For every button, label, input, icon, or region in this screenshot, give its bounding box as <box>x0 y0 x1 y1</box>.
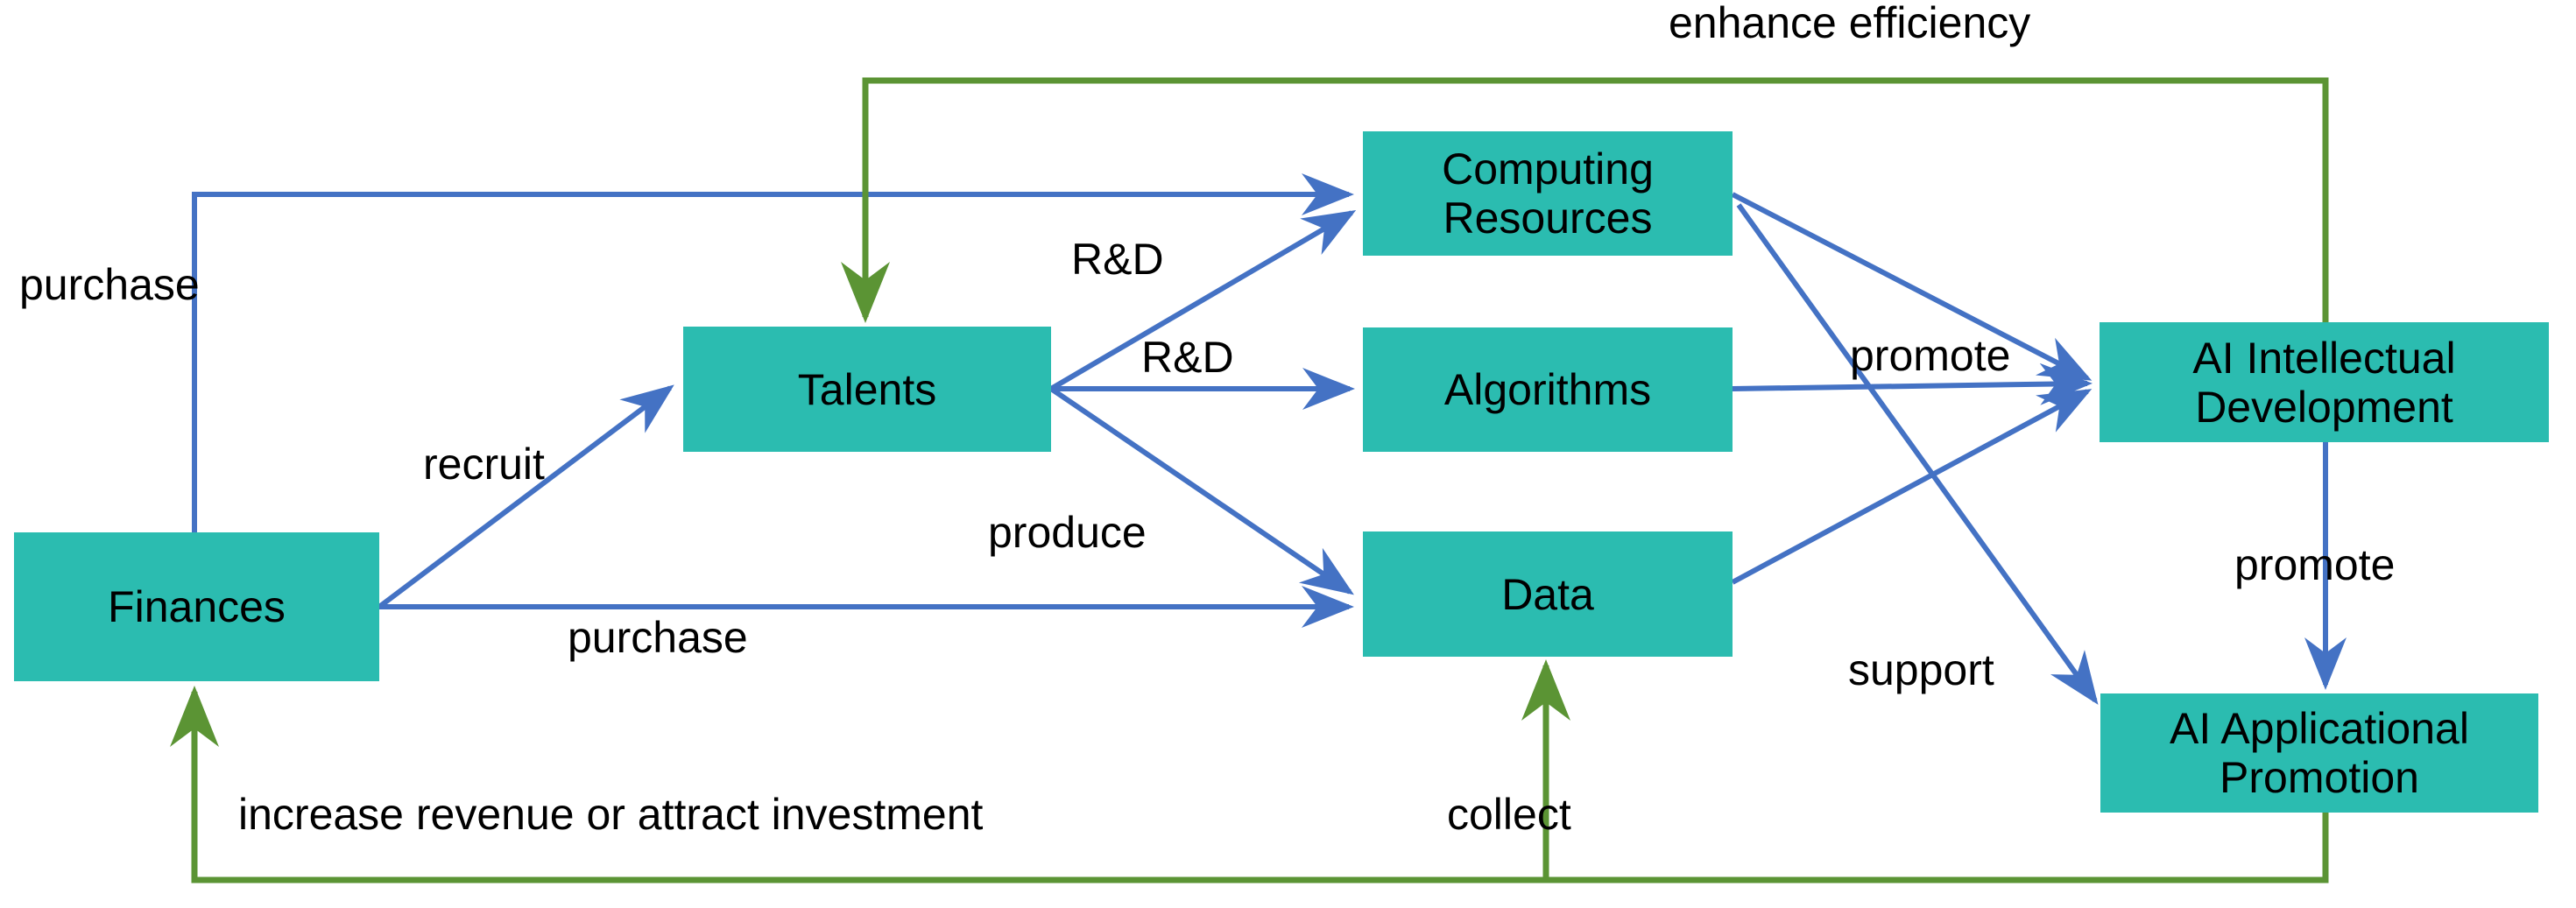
edge-finances-to-computing <box>192 173 1354 532</box>
edge-aidev-to-talents <box>841 77 2329 323</box>
edge-label-purchase-top: purchase <box>19 260 200 309</box>
edge-finances-to-talents <box>378 384 674 609</box>
edge-label-promote-right: promote <box>1850 331 2011 380</box>
edge-label-rd-upper: R&D <box>1071 235 1164 284</box>
edge-label-rd-lower: R&D <box>1141 333 1234 382</box>
node-label-computing-resources: Computing Resources <box>1442 144 1654 243</box>
node-label-algorithms: Algorithms <box>1443 365 1652 414</box>
node-ai-applicational-promotion[interactable]: AI Applicational Promotion <box>2100 693 2538 813</box>
edge-label-produce: produce <box>988 508 1147 557</box>
edge-algorithms-to-aidev <box>1732 362 2093 405</box>
edge-label-enhance-efficiency: enhance efficiency <box>1669 0 2031 47</box>
node-label-ai-applicational-promotion: AI Applicational Promotion <box>2170 704 2469 802</box>
edge-label-support: support <box>1848 645 1994 694</box>
edge-computing-to-aidev <box>1731 192 2093 381</box>
node-label-talents: Talents <box>797 364 937 414</box>
edge-label-collect: collect <box>1447 790 1571 839</box>
node-ai-intellectual-development[interactable]: AI Intellectual Development <box>2100 322 2549 442</box>
edge-talents-to-data <box>1049 386 1354 595</box>
edge-label-recruit: recruit <box>423 440 545 489</box>
edge-computing-to-aiapp <box>1736 203 2099 705</box>
edge-aiapp-to-finances <box>170 686 2325 883</box>
node-talents[interactable]: Talents <box>683 327 1051 452</box>
edge-label-increase-revenue: increase revenue or attract investment <box>238 790 984 839</box>
node-algorithms[interactable]: Algorithms <box>1363 327 1733 452</box>
node-label-data: Data <box>1501 569 1594 619</box>
node-label-finances: Finances <box>108 582 286 631</box>
edge-label-purchase-bottom: purchase <box>568 613 748 662</box>
edge-data-to-aidev <box>1731 389 2093 585</box>
node-label-ai-intellectual-development: AI Intellectual Development <box>2192 333 2456 432</box>
edge-label-promote-down: promote <box>2234 540 2396 589</box>
node-data[interactable]: Data <box>1363 531 1733 657</box>
edge-talents-to-computing <box>1049 209 1357 391</box>
node-computing-resources[interactable]: Computing Resources <box>1363 131 1733 256</box>
node-finances[interactable]: Finances <box>14 532 379 681</box>
